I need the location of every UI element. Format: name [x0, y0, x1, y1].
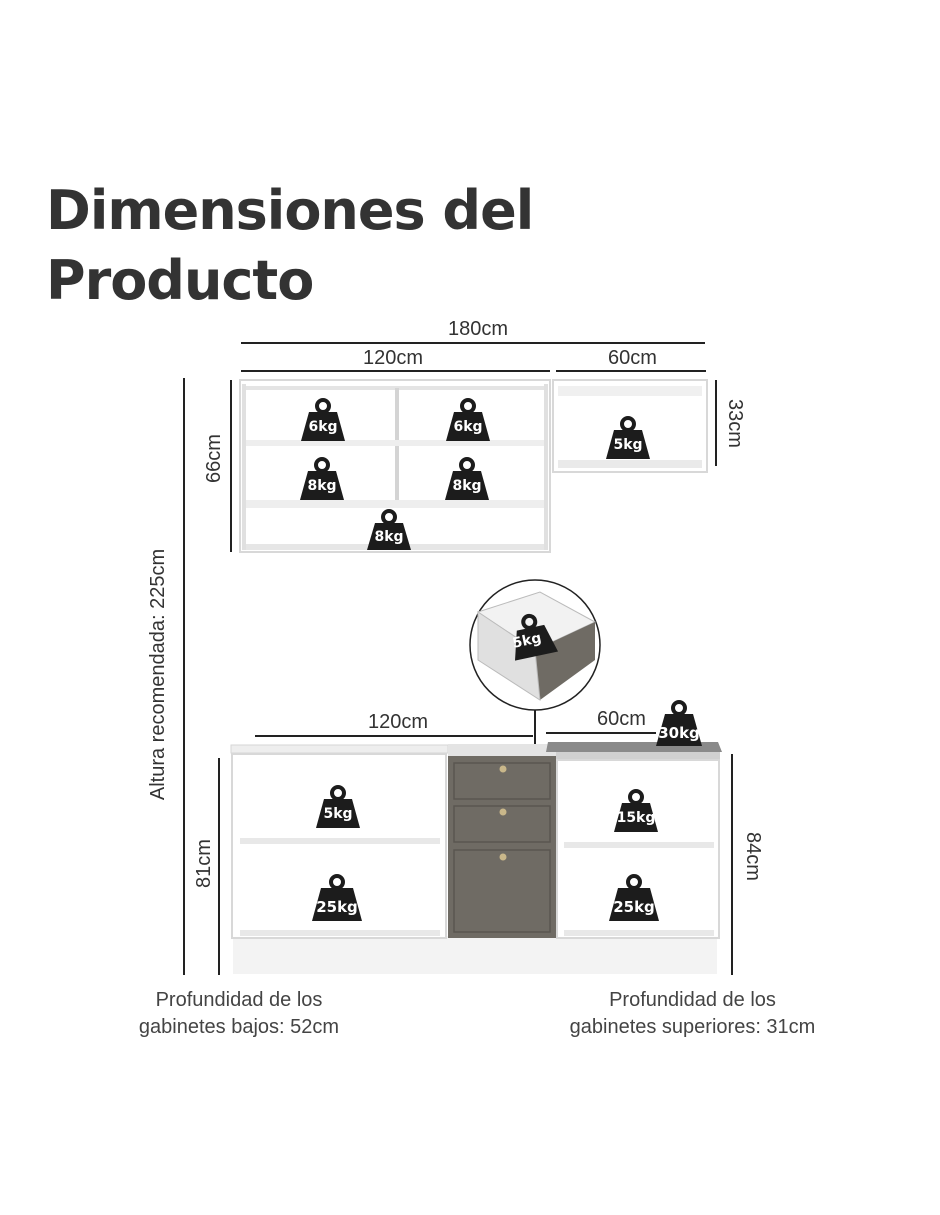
lower-right-height-line	[731, 754, 733, 975]
upper-left-height-label: 66cm	[202, 434, 225, 483]
lower-right-height-label: 84cm	[741, 832, 764, 881]
weight-icon	[445, 457, 489, 500]
weight-icon	[515, 613, 559, 661]
upper-right-width-line	[556, 370, 706, 372]
upper-left-height-line	[230, 380, 232, 552]
lower-left-height-label: 81cm	[192, 839, 215, 888]
upper-right-height-label: 33cm	[723, 399, 746, 448]
lower-depth-note-line-1: Profundidad de los	[155, 989, 323, 1011]
weight-icon	[312, 874, 362, 921]
weight-label: 30kg	[658, 724, 700, 742]
total-width-line	[241, 342, 705, 344]
weight-icon	[367, 509, 411, 550]
weight-label: 5kg	[323, 806, 353, 822]
lower-left-width-line	[255, 735, 533, 737]
lower-left-height-line	[218, 758, 220, 975]
plinth	[233, 936, 717, 974]
upper-right-height-line	[715, 380, 717, 466]
weight-icon	[609, 874, 659, 921]
weight-icon	[606, 416, 650, 459]
weight-icon	[300, 457, 344, 500]
weight-label: 5kg	[613, 437, 643, 453]
weight-label: 8kg	[374, 529, 404, 545]
lower-depth-note: Profundidad de los gabinetes bajos: 52cm	[108, 987, 370, 1041]
weight-label: 6kg	[453, 419, 483, 435]
recommended-height-line	[183, 378, 185, 975]
upper-depth-note: Profundidad de los gabinetes superiores:…	[545, 987, 840, 1041]
upper-left-width-label: 120cm	[363, 347, 424, 369]
drawer-column	[448, 744, 556, 938]
weight-label: 25kg	[613, 898, 655, 916]
weight-label: 8kg	[307, 478, 337, 494]
weight-label: 6kg	[308, 419, 338, 435]
weight-label: 8kg	[452, 478, 482, 494]
weight-icon	[656, 700, 702, 746]
page-title: Dimensiones del Producto	[46, 176, 534, 316]
lower-right-width-label: 60cm	[597, 708, 646, 730]
total-width-label: 180cm	[448, 318, 509, 340]
weight-icon	[446, 398, 490, 441]
weight-icon	[614, 789, 658, 832]
weight-label: 15kg	[616, 810, 656, 826]
weight-icons	[300, 398, 702, 921]
recommended-height-label: Altura recomendada: 225cm	[147, 548, 170, 801]
upper-depth-note-line-1: Profundidad de los	[609, 989, 776, 1011]
upper-depth-note-line-2: gabinetes superiores: 31cm	[569, 1016, 816, 1038]
weight-label: 25kg	[316, 898, 358, 916]
lower-depth-note-line-2: gabinetes bajos: 52cm	[138, 1016, 340, 1038]
lower-right-width-line	[546, 732, 656, 734]
lower-left-width-label: 120cm	[368, 711, 429, 733]
upper-left-width-line	[241, 370, 550, 372]
weight-icon	[301, 398, 345, 441]
weight-icon	[316, 785, 360, 828]
title-line-1: Dimensiones del	[46, 179, 534, 242]
upper-right-width-label: 60cm	[608, 347, 657, 369]
title-line-2: Producto	[46, 249, 314, 312]
